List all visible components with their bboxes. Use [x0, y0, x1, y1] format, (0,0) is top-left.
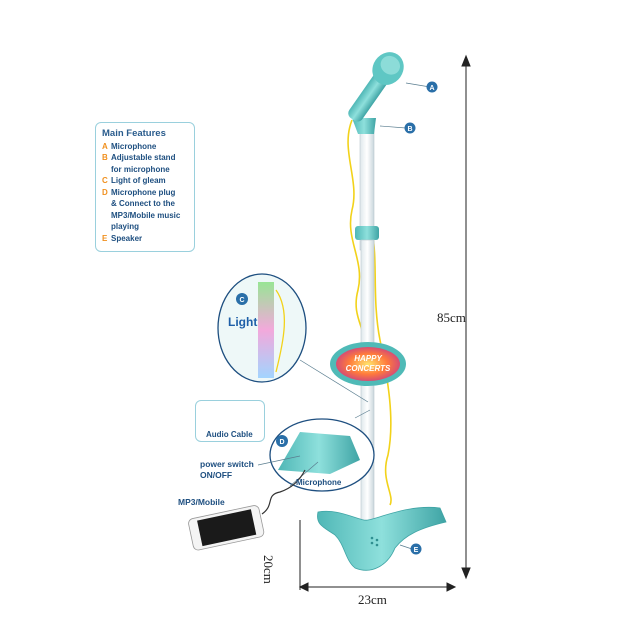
feature-key: C	[102, 176, 108, 185]
callout-c-letter: C	[239, 297, 244, 304]
callout-a-marker	[405, 81, 438, 93]
width-dimension-label: 23cm	[358, 592, 387, 607]
microphone-cable	[347, 119, 367, 361]
feature-text: Adjustable stand	[111, 153, 176, 162]
power-switch-text: power switch	[200, 459, 254, 469]
feature-text: Light of gleam	[111, 176, 166, 185]
microphone-jack-label: Microphone	[296, 478, 342, 487]
feature-key: A	[102, 141, 108, 151]
callout-a-letter: A	[429, 85, 434, 92]
stand-base	[317, 506, 447, 571]
light-zoom-pointer	[299, 359, 369, 403]
feature-key: D	[102, 187, 108, 197]
feature-key: B	[102, 153, 108, 162]
callout-c-marker	[236, 293, 248, 305]
microphone-cable-lower	[371, 231, 392, 506]
light-tube	[258, 282, 274, 378]
plug-zoom-pointer	[354, 409, 371, 419]
lower-pole	[360, 239, 375, 541]
callout-b-marker	[379, 122, 416, 134]
features-title: Main Features	[102, 128, 166, 139]
feature-text: MP3/Mobile music	[111, 210, 181, 220]
logo-plate	[336, 347, 400, 381]
feature-item: for microphone	[102, 164, 190, 176]
feature-key	[102, 198, 111, 210]
feature-item: & Connect to the	[102, 198, 190, 210]
callout-e-letter: E	[414, 547, 419, 554]
audio-cable-box	[195, 400, 265, 442]
width-dimension-line	[298, 520, 457, 592]
mic-holder	[352, 118, 376, 134]
mic-plug-pointer	[289, 461, 319, 487]
feature-item: playing	[102, 221, 190, 233]
callout-d-marker	[276, 435, 288, 447]
on-off-text: ON/OFF	[200, 470, 233, 480]
feature-text: Microphone	[111, 141, 157, 151]
mp3-mobile-label: MP3/Mobile	[178, 497, 225, 507]
depth-dimension-label: 20cm	[261, 555, 276, 584]
callout-d-letter: D	[279, 439, 284, 446]
microphone	[348, 52, 404, 122]
speaker-holes	[370, 536, 379, 547]
feature-key	[102, 221, 111, 233]
callout-e-marker	[399, 543, 422, 555]
height-dimension-line	[461, 54, 471, 580]
feature-text: & Connect to the	[111, 199, 175, 208]
audio-cable-label: Audio Cable	[206, 430, 253, 439]
height-clamp	[355, 226, 379, 240]
feature-key: E	[102, 233, 108, 243]
feature-text: Speaker	[111, 233, 143, 243]
callout-b-letter: B	[407, 126, 412, 133]
light-cable	[275, 289, 286, 373]
height-dimension-label: 85cm	[437, 310, 466, 325]
feature-text: Microphone plug	[111, 187, 176, 197]
light-label: Light	[228, 315, 258, 329]
mobile-phone	[188, 505, 265, 551]
switch-pointer	[257, 455, 301, 466]
power-switch-label: power switch ON/OFF	[200, 459, 254, 481]
logo-line2: CONCERTS	[346, 364, 391, 373]
feature-text: for microphone	[111, 164, 170, 174]
feature-key	[102, 164, 111, 176]
logo-line1: HAPPY	[354, 354, 382, 363]
feature-key	[102, 210, 111, 222]
phone-cable	[261, 469, 306, 515]
plug-zoom-base	[278, 432, 360, 474]
feature-item: MP3/Mobile music	[102, 210, 190, 222]
feature-text: playing	[111, 222, 140, 231]
